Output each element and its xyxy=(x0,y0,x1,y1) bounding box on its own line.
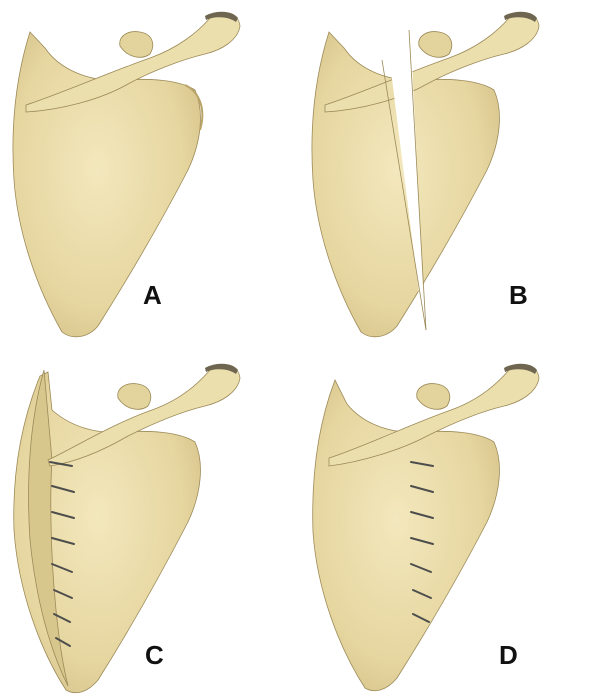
panel-d: D xyxy=(299,350,598,699)
panel-label-c: C xyxy=(145,642,164,668)
panel-c: C xyxy=(0,350,299,699)
coracoid-process xyxy=(120,32,153,58)
panel-label-a: A xyxy=(143,282,162,308)
scapula-bone xyxy=(14,364,240,693)
scapula-illustration-d xyxy=(299,350,598,699)
panel-b: B xyxy=(299,0,598,349)
scapula-body xyxy=(313,380,500,691)
scapula-bone xyxy=(13,12,240,337)
coracoid-process xyxy=(118,384,151,410)
panel-label-d: D xyxy=(499,642,518,668)
panel-a: A xyxy=(0,0,299,349)
scapula-bone xyxy=(312,12,539,337)
scapula-illustration-b xyxy=(299,0,598,349)
coracoid-process xyxy=(417,384,450,410)
panel-label-b: B xyxy=(509,282,528,308)
